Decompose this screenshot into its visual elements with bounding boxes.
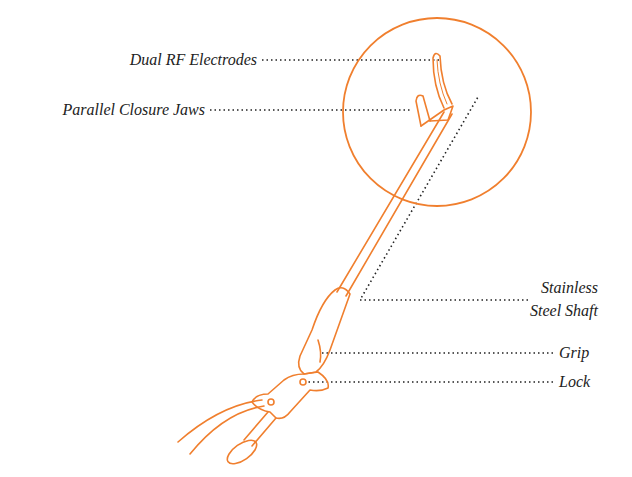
finger-ring <box>223 436 260 469</box>
grip-contour <box>318 340 321 362</box>
leader-lines <box>210 60 553 382</box>
part-label: Grip <box>559 343 589 363</box>
grip-body <box>299 288 350 374</box>
lock-pin <box>268 399 274 405</box>
electrode-jaw <box>433 53 452 108</box>
leader-line <box>306 381 553 383</box>
part-label: Stainless Steel Shaft <box>518 276 598 322</box>
part-label: Dual RF Electrodes <box>130 50 257 70</box>
leader-line <box>322 352 553 354</box>
shaft-edge <box>337 112 444 292</box>
part-label: Parallel Closure Jaws <box>62 100 205 120</box>
part-label: Lock <box>559 372 590 392</box>
lock-button <box>300 379 306 385</box>
leader-line <box>262 59 440 61</box>
instrument <box>178 18 531 468</box>
power-cable <box>178 400 264 454</box>
detail-circle <box>343 18 531 206</box>
handle-wings <box>252 372 328 418</box>
shaft-edge <box>346 114 452 296</box>
electrode-strip <box>437 60 447 104</box>
leader-line <box>210 109 410 111</box>
